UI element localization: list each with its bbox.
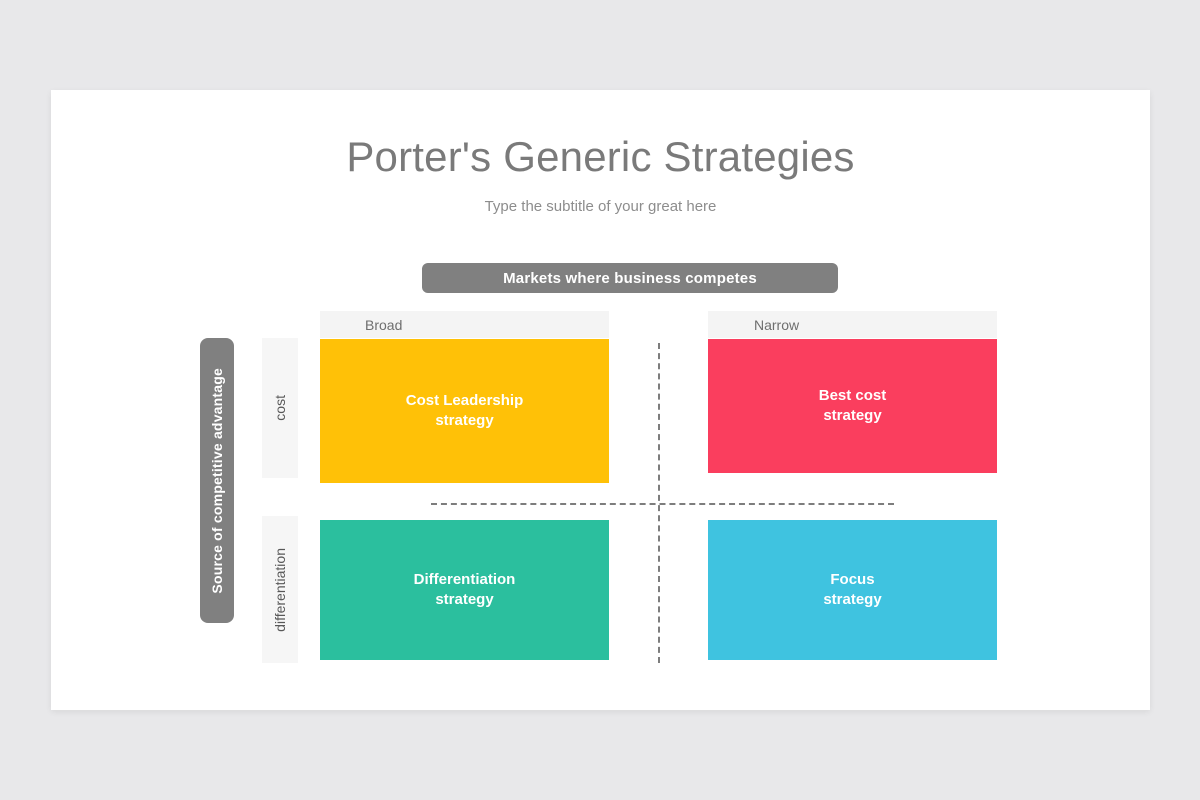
quadrant-differentiation[interactable]: Differentiation strategy [320,520,609,660]
markets-banner[interactable]: Markets where business competes [422,263,838,293]
quadrant-focus[interactable]: Focus strategy [708,520,997,660]
row-header-cost: cost [262,338,298,478]
quadrant-best-cost-text: Best cost strategy [819,386,887,426]
page-title: Porter's Generic Strategies [346,133,855,180]
quadrant-cost-leadership-text: Cost Leadership strategy [406,391,524,431]
row-header-cost-label: cost [272,395,288,421]
quadrant-differentiation-text: Differentiation strategy [414,570,516,610]
quadrant-differentiation-line2: strategy [435,591,494,608]
column-header-broad-label: Broad [365,316,403,333]
row-header-differentiation-label: differentiation [272,547,288,632]
source-of-advantage-banner[interactable]: Source of competitive advantage [200,338,234,623]
column-header-narrow: Narrow [708,311,997,338]
quadrant-best-cost-line1: Best cost [818,387,887,405]
quadrant-cost-leadership-line1: Cost Leadership [405,392,524,410]
quadrant-focus-text: Focus strategy [823,570,881,610]
quadrant-best-cost[interactable]: Best cost strategy [708,339,997,473]
horizontal-divider [431,503,894,505]
quadrant-focus-line2: strategy [823,591,882,608]
row-header-differentiation: differentiation [262,516,298,663]
quadrant-cost-leadership-line2: strategy [435,412,494,429]
column-header-broad: Broad [320,311,609,338]
markets-banner-label: Markets where business competes [503,269,757,287]
quadrant-cost-leadership[interactable]: Cost Leadership strategy [320,339,609,483]
quadrant-focus-line1: Focus [830,571,875,589]
slide-card: Porter's Generic Strategies Type the sub… [51,90,1150,710]
quadrant-best-cost-line2: strategy [823,407,882,424]
column-header-narrow-label: Narrow [754,316,800,333]
quadrant-differentiation-line1: Differentiation [413,571,516,589]
page-subtitle: Type the subtitle of your great here [484,198,717,215]
source-of-advantage-banner-label: Source of competitive advantage [209,367,225,594]
